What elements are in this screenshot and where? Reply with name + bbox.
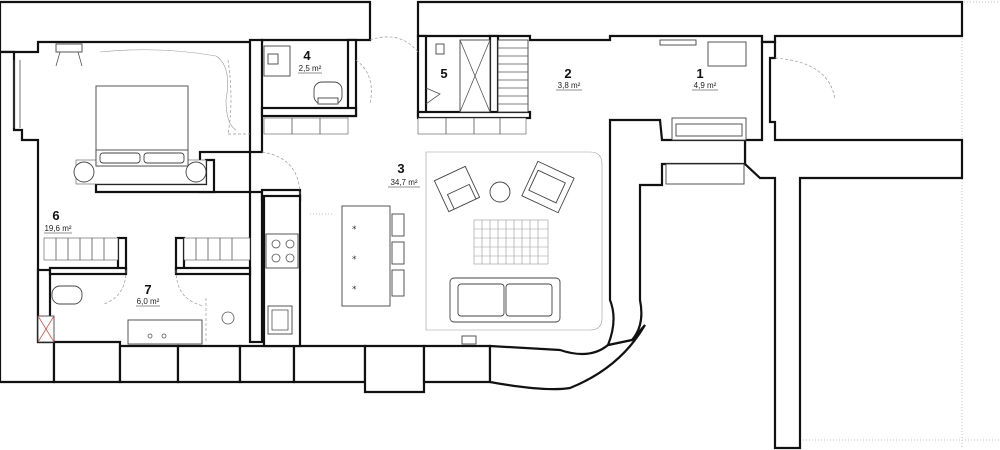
room-number: 6 xyxy=(52,208,59,223)
door-swings xyxy=(103,36,836,307)
room-number: 3 xyxy=(397,161,404,176)
room-area: 19,6 m² xyxy=(44,224,71,233)
room-3-kitchen: * * * xyxy=(265,205,405,335)
room-number: 7 xyxy=(144,282,151,297)
room-label-3: 3 34,7 m² xyxy=(388,161,420,188)
room-area: 34,7 m² xyxy=(390,178,417,187)
room-number: 2 xyxy=(564,66,571,81)
room-label-7: 7 6,0 m² xyxy=(136,282,160,307)
room-area: 2,5 m² xyxy=(299,64,322,73)
room-1-furniture xyxy=(659,39,747,185)
room-5-closet xyxy=(425,39,491,113)
armchair-left xyxy=(433,165,481,213)
island-mark: * xyxy=(352,225,357,235)
armchair-right xyxy=(521,160,575,214)
room-number: 4 xyxy=(303,48,311,63)
room-6-bedroom xyxy=(43,43,251,261)
rug-grid xyxy=(473,219,549,265)
room-area: 4,9 m² xyxy=(694,81,717,90)
sofa xyxy=(449,277,561,323)
room-area: 3,8 m² xyxy=(558,81,581,90)
island-mark: * xyxy=(352,285,357,295)
walls xyxy=(0,0,964,450)
room-number: 1 xyxy=(696,66,703,81)
room-label-5: 5 xyxy=(440,66,447,81)
room-area: 6,0 m² xyxy=(137,297,160,306)
room-7-bathroom xyxy=(37,285,235,345)
room-3-living xyxy=(425,151,603,345)
room-number: 5 xyxy=(440,66,447,81)
room-4-wc xyxy=(263,45,343,105)
room-label-1: 1 4,9 m² xyxy=(692,66,718,91)
room-2-stairs xyxy=(497,39,529,113)
room-label-6: 6 19,6 m² xyxy=(44,208,72,234)
room-label-2: 2 3,8 m² xyxy=(556,66,582,91)
room-label-4: 4 2,5 m² xyxy=(298,48,322,74)
island-mark: * xyxy=(352,255,357,265)
